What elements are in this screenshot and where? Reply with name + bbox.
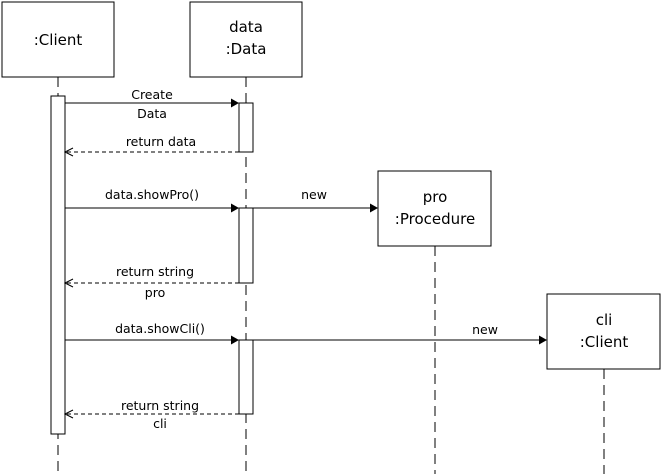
activation-data-2 <box>238 207 254 284</box>
object-cli[interactable]: cli :Client <box>546 293 661 370</box>
message-return-data[interactable]: return data <box>63 134 239 157</box>
message-create-data-line2: Data <box>137 106 167 121</box>
object-cli-class: :Client <box>580 333 629 351</box>
message-return-data-label: return data <box>126 134 196 149</box>
message-show-pro[interactable]: data.showPro() <box>65 187 239 213</box>
message-return-string-pro-line2: pro <box>145 285 165 300</box>
object-pro[interactable]: pro :Procedure <box>377 170 492 247</box>
object-client-label: :Client <box>34 31 83 49</box>
message-return-string-pro-line1: return string <box>116 264 194 279</box>
message-new-pro[interactable]: new <box>253 187 378 213</box>
message-show-pro-label: data.showPro() <box>105 187 199 202</box>
activation-data-3 <box>238 339 254 415</box>
object-data-class: :Data <box>226 40 267 58</box>
message-show-cli-label: data.showCli() <box>115 321 205 336</box>
object-cli-name: cli <box>596 311 613 329</box>
message-create-data[interactable]: Create Data <box>65 87 239 121</box>
message-new-cli[interactable]: new <box>253 322 547 345</box>
object-data-name: data <box>229 18 263 36</box>
object-pro-name: pro <box>423 188 448 206</box>
object-pro-class: :Procedure <box>395 210 475 228</box>
activation-client <box>50 95 66 435</box>
message-return-string-pro[interactable]: return string pro <box>63 264 239 300</box>
message-create-data-line1: Create <box>131 87 173 102</box>
message-new-cli-label: new <box>472 322 498 337</box>
message-new-pro-label: new <box>301 187 327 202</box>
message-return-string-cli[interactable]: return string cli <box>63 398 239 431</box>
object-data[interactable]: data :Data <box>189 1 303 78</box>
message-return-string-cli-line1: return string <box>121 398 199 413</box>
message-return-string-cli-line2: cli <box>153 416 167 431</box>
message-show-cli[interactable]: data.showCli() <box>65 321 239 345</box>
object-client[interactable]: :Client <box>1 1 115 78</box>
activation-data-1 <box>238 102 254 153</box>
